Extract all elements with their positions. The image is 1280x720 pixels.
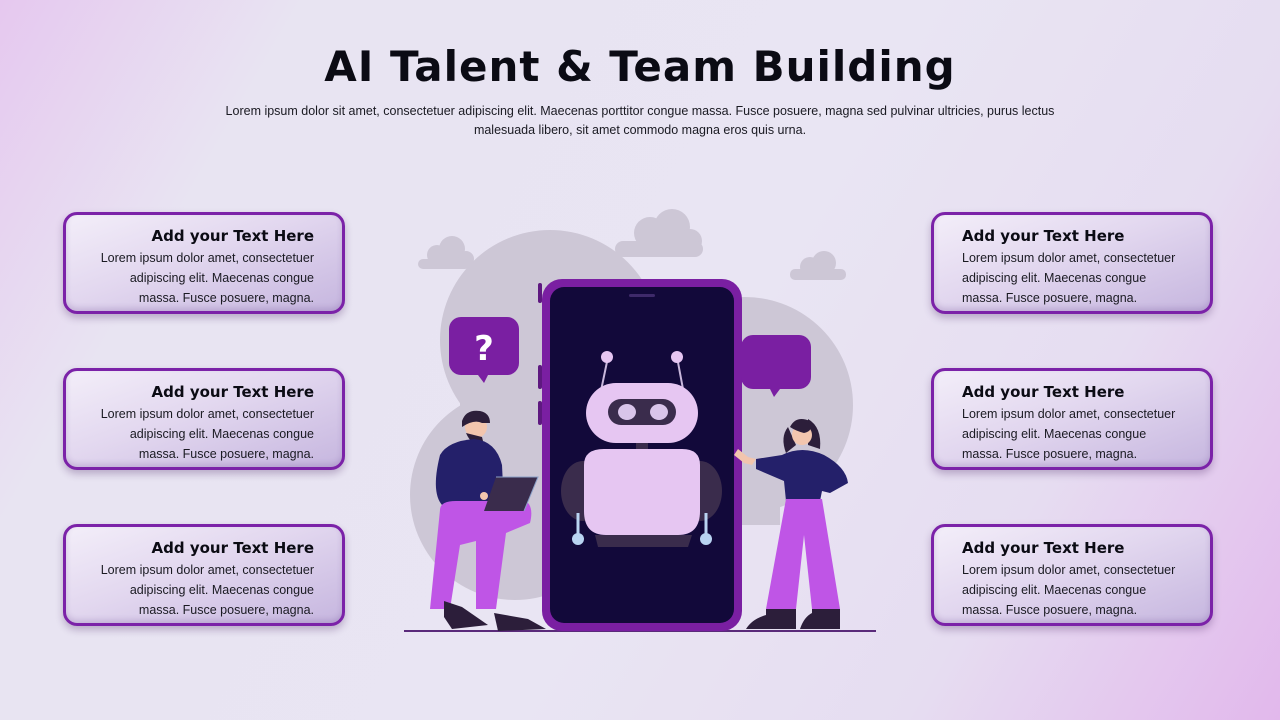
card-text: Lorem ipsum dolor amet, consectetuer adi… <box>100 407 314 461</box>
card-title: Add your Text Here <box>962 539 1125 557</box>
info-card-right-2: Add your Text Here Lorem ipsum dolor ame… <box>931 368 1213 470</box>
card-text: Lorem ipsum dolor amet, consectetuer adi… <box>962 407 1176 461</box>
chat-bubble-icon <box>741 335 811 397</box>
info-card-left-2: Add your Text Here Lorem ipsum dolor ame… <box>63 368 345 470</box>
cloud-icon <box>790 251 846 280</box>
info-card-left-3: Add your Text Here Lorem ipsum dolor ame… <box>63 524 345 626</box>
card-text: Lorem ipsum dolor amet, consectetuer adi… <box>100 563 314 617</box>
info-card-right-1: Add your Text Here Lorem ipsum dolor ame… <box>931 212 1213 314</box>
card-text: Lorem ipsum dolor amet, consectetuer adi… <box>962 251 1176 305</box>
info-card-left-1: Add your Text Here Lorem ipsum dolor ame… <box>63 212 345 314</box>
man-with-laptop-icon <box>430 410 546 631</box>
slide-subtitle: Lorem ipsum dolor sit amet, consectetuer… <box>225 104 1055 137</box>
card-text: Lorem ipsum dolor amet, consectetuer adi… <box>100 251 314 305</box>
woman-presenting-icon <box>734 419 848 629</box>
card-title: Add your Text Here <box>962 227 1125 245</box>
card-text: Lorem ipsum dolor amet, consectetuer adi… <box>962 563 1176 617</box>
cloud-icon <box>418 236 474 269</box>
info-card-right-3: Add your Text Here Lorem ipsum dolor ame… <box>931 524 1213 626</box>
robot-icon <box>561 351 722 547</box>
ai-team-illustration: ? <box>404 209 876 632</box>
cloud-icon <box>615 209 703 257</box>
card-title: Add your Text Here <box>151 227 314 245</box>
question-mark-text: ? <box>474 329 494 369</box>
card-title: Add your Text Here <box>151 383 314 401</box>
slide-title: AI Talent & Team Building <box>324 42 956 91</box>
card-title: Add your Text Here <box>151 539 314 557</box>
question-bubble-icon: ? <box>449 317 519 383</box>
card-title: Add your Text Here <box>962 383 1125 401</box>
